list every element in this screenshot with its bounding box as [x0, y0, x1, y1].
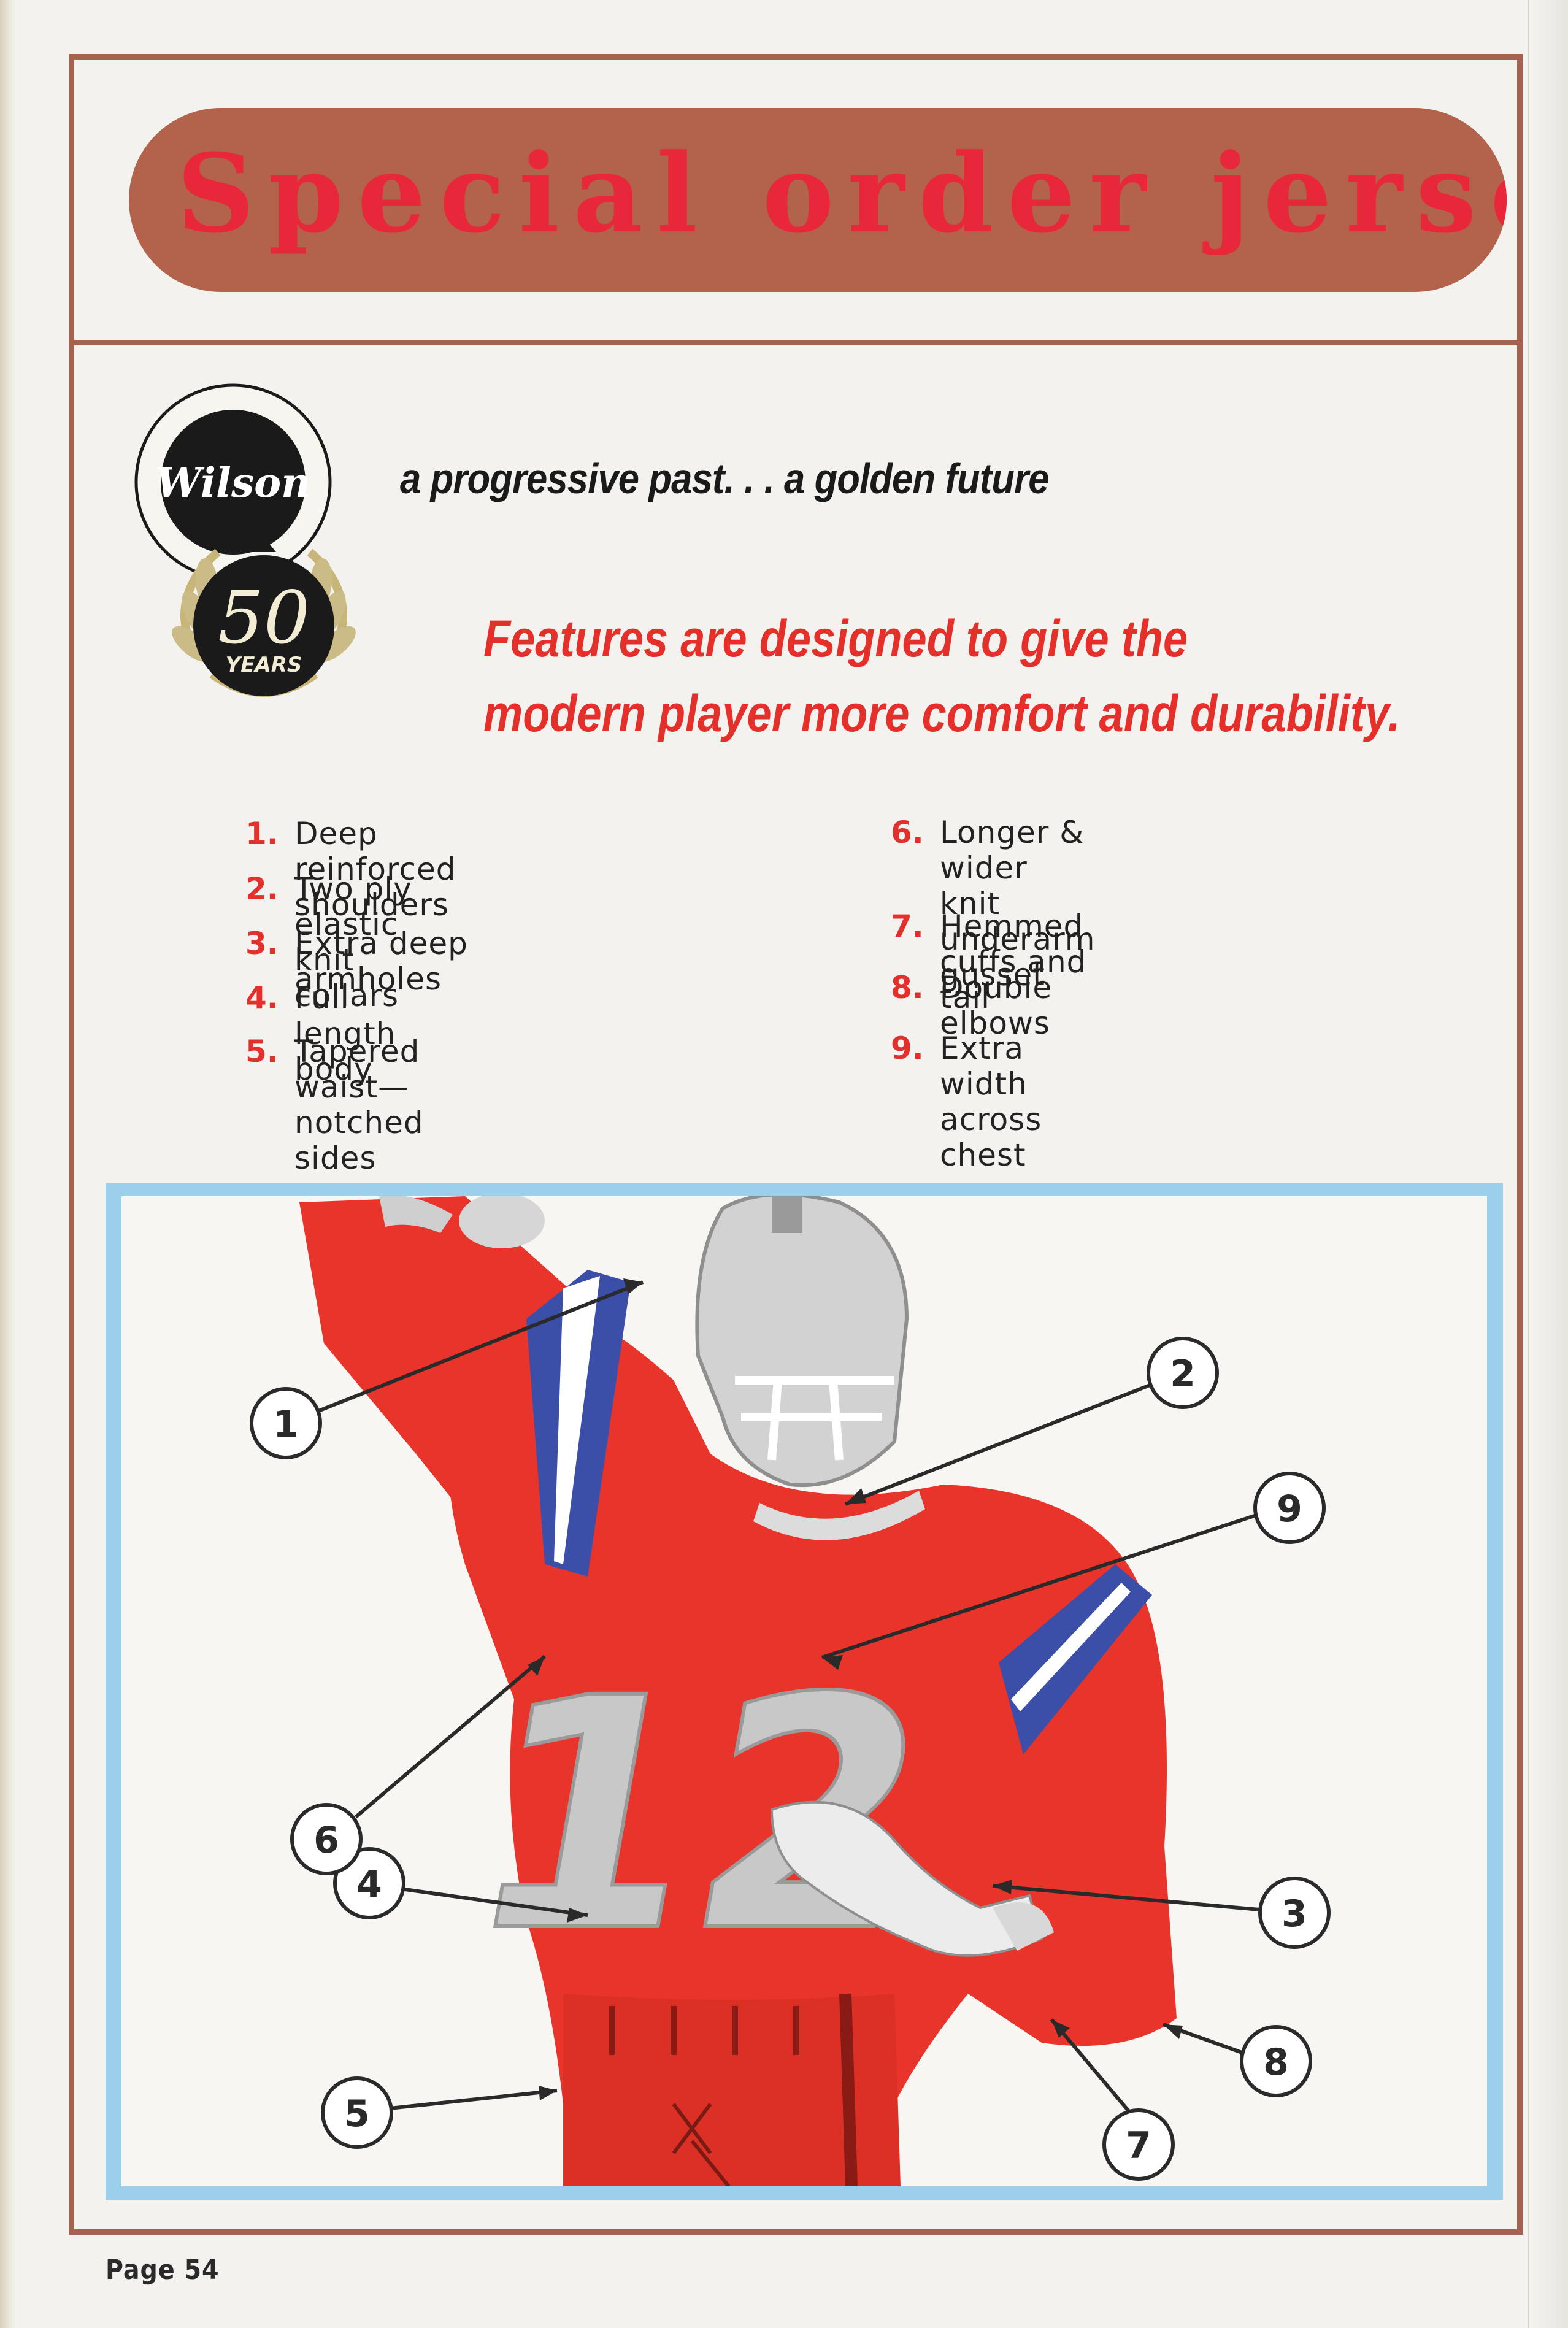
feature-item: 5. Tapered waist—notched sides — [245, 1034, 424, 1176]
svg-text:3: 3 — [1282, 1892, 1307, 1935]
page-number: Page 54 — [106, 2254, 220, 2286]
feature-number: 9. — [891, 1031, 924, 1066]
feature-item: 4. Full length body — [245, 980, 396, 1087]
pants — [563, 1994, 901, 2186]
feature-number: 5. — [245, 1034, 279, 1069]
feature-item: 2. Two ply elastic knit collars — [245, 871, 412, 1013]
anniversary-label: YEARS — [226, 653, 302, 677]
feature-text: Deep reinforced shoulders — [294, 816, 456, 923]
feature-number: 6. — [891, 815, 924, 850]
headline: Features are designed to give the modern… — [483, 601, 1401, 751]
feature-text: Tapered waist—notched sides — [294, 1034, 424, 1176]
callout-2: 2 — [1147, 1337, 1219, 1409]
callout-3: 3 — [1258, 1877, 1331, 1949]
wilson-logo-text: Wilson — [156, 459, 310, 507]
page-binding-edge — [0, 0, 16, 2328]
jersey-number: 12 — [445, 1631, 954, 2002]
callout-6: 6 — [290, 1803, 363, 1875]
hand — [770, 1800, 1043, 1957]
football-helmet-icon — [695, 1196, 909, 1488]
wilson-50-years-logo: Wilson 50 YEARS — [126, 368, 365, 748]
illustration-frame: 12 — [106, 1183, 1503, 2200]
headline-line-2: modern player more comfort and durabilit… — [483, 685, 1401, 742]
shoulder-stripe — [999, 1564, 1152, 1754]
feature-text: Two ply elastic knit collars — [294, 871, 412, 1013]
jersey-body — [447, 1289, 1177, 2104]
svg-text:2: 2 — [1170, 1353, 1196, 1396]
svg-text:4: 4 — [356, 1863, 382, 1906]
feature-number: 8. — [891, 970, 924, 1005]
feature-number: 3. — [245, 926, 279, 961]
anniversary-number: 50 — [218, 575, 310, 660]
feature-item: 7. Hemmed cuffs and tail — [891, 909, 1086, 1015]
callout-4: 4 — [333, 1847, 405, 1919]
feature-number: 7. — [891, 909, 924, 944]
tagline: a progressive past. . . a golden future — [400, 455, 1050, 502]
feature-text: Full length body — [294, 980, 396, 1087]
callout-1: 1 — [250, 1387, 322, 1459]
feature-item: 8. Double elbows — [891, 970, 1052, 1041]
callout-8: 8 — [1240, 2025, 1312, 2097]
svg-text:6: 6 — [313, 1819, 339, 1862]
svg-text:9: 9 — [1277, 1488, 1302, 1531]
feature-text: Longer & wider knit underarm gusset — [940, 815, 1096, 993]
callout-5: 5 — [321, 2076, 393, 2149]
headline-line-1: Features are designed to give the — [483, 610, 1188, 667]
next-page-edge — [1528, 0, 1568, 2328]
football-player-illustration: 12 — [121, 1196, 1487, 2186]
callout-7: 7 — [1102, 2108, 1175, 2181]
feature-text: Extra width across chest — [940, 1031, 1042, 1173]
header-divider — [69, 340, 1523, 345]
svg-text:8: 8 — [1263, 2041, 1289, 2084]
feature-text: Double elbows — [940, 970, 1053, 1041]
feature-number: 2. — [245, 871, 279, 907]
feature-item: 6. Longer & wider knit underarm gusset — [891, 815, 1095, 993]
svg-text:5: 5 — [344, 2092, 370, 2135]
feature-number: 4. — [245, 980, 279, 1016]
page-border — [69, 54, 1523, 2235]
feature-text: Hemmed cuffs and tail — [940, 909, 1087, 1015]
callout-9: 9 — [1253, 1472, 1326, 1544]
feature-item: 1. Deep reinforced shoulders — [245, 816, 456, 923]
feature-item: 3. Extra deep armholes — [245, 926, 467, 997]
feature-number: 1. — [245, 816, 279, 851]
feature-text: Extra deep armholes — [294, 926, 468, 997]
feature-item: 9. Extra width across chest — [891, 1031, 1042, 1173]
svg-text:7: 7 — [1126, 2124, 1151, 2167]
page-title: Special order jerseys — [177, 130, 1507, 257]
svg-text:1: 1 — [273, 1403, 299, 1446]
header-banner: Special order jerseys — [129, 108, 1507, 292]
